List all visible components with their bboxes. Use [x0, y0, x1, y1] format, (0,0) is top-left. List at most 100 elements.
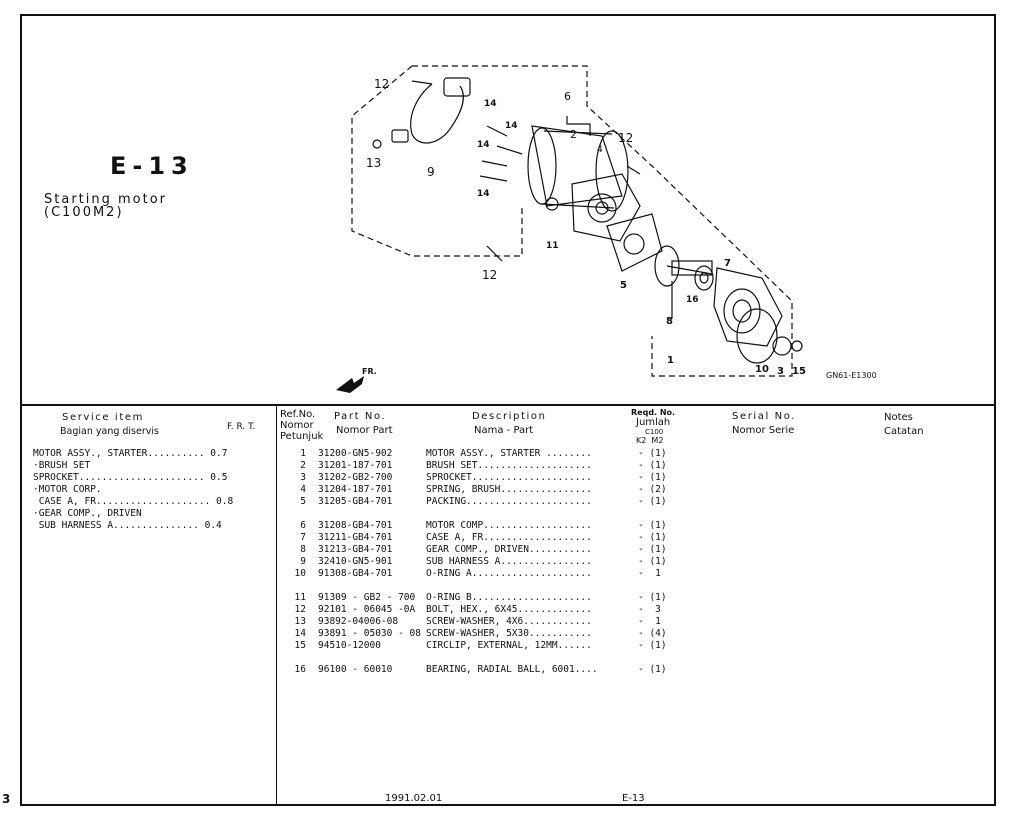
service-item: ·GEAR COMP., DRIVEN — [33, 508, 142, 519]
part-number: 31211-GB4-701 — [318, 532, 393, 543]
header-ref-no: Ref.No. — [280, 409, 316, 420]
ref-number: 1 — [300, 448, 306, 459]
callout-7: 7 — [724, 258, 731, 269]
callout-16: 16 — [686, 295, 699, 305]
header-service-item-id: Bagian yang diservis — [60, 426, 159, 437]
header-service-item: Service item — [62, 412, 144, 423]
figure-subtitle: Starting motor (C100M2) — [44, 193, 167, 219]
callout-14: 14 — [477, 140, 490, 150]
part-description: SCREW-WASHER, 4X6............ — [426, 616, 592, 627]
service-item: SPROCKET...................... 0.5 — [33, 472, 228, 483]
ref-number: 5 — [300, 496, 306, 507]
figure-code: GN61-E1300 — [826, 371, 877, 380]
part-number: 93892-04006-08 — [318, 616, 399, 627]
service-item: SUB HARNESS A............... 0.4 — [33, 520, 222, 531]
header-serial-no: Serial No. — [732, 411, 797, 422]
header-jumlah: Jumlah — [636, 417, 671, 428]
part-description: MOTOR ASSY., STARTER ........ — [426, 448, 592, 459]
part-quantity: - (1) — [638, 448, 667, 459]
header-ref-nomor: Nomor — [280, 420, 314, 431]
callout-15: 15 — [792, 366, 806, 377]
part-quantity: - (1) — [638, 460, 667, 471]
part-description: BOLT, HEX., 6X45............. — [426, 604, 592, 615]
part-number: 91308-GB4-701 — [318, 568, 393, 579]
header-frt: F. R. T. — [227, 422, 256, 432]
part-quantity: - (1) — [638, 592, 667, 603]
part-number: 31205-GB4-701 — [318, 496, 393, 507]
part-number: 31208-GB4-701 — [318, 520, 393, 531]
ref-number: 3 — [300, 472, 306, 483]
service-item: ·BRUSH SET — [33, 460, 91, 471]
figure-title: E-13 — [110, 152, 194, 180]
part-quantity: - (1) — [638, 544, 667, 555]
catalog-page-frame: E-13 Starting motor (C100M2) — [20, 14, 996, 806]
part-number: 31201-187-701 — [318, 460, 393, 471]
part-description: CIRCLIP, EXTERNAL, 12MM...... — [426, 640, 592, 651]
ref-number: 14 — [294, 628, 306, 639]
header-description: Description — [472, 411, 547, 422]
callout-14: 14 — [477, 189, 490, 199]
part-description: MOTOR COMP................... — [426, 520, 592, 531]
part-quantity: - 1 — [638, 568, 661, 579]
header-notes: Notes — [884, 412, 913, 423]
callout-12: 12 — [374, 77, 389, 91]
callout-14: 14 — [505, 121, 518, 131]
header-nama-part: Nama - Part — [474, 425, 534, 436]
part-number: 32410-GN5-901 — [318, 556, 393, 567]
part-quantity: - (1) — [638, 520, 667, 531]
part-description: BEARING, RADIAL BALL, 6001.... — [426, 664, 598, 675]
part-description: SPRING, BRUSH................ — [426, 484, 592, 495]
callout-14: 14 — [484, 99, 497, 109]
ref-number: 13 — [294, 616, 306, 627]
part-description: GEAR COMP., DRIVEN........... — [426, 544, 592, 555]
ref-number: 8 — [300, 544, 306, 555]
part-description: SPROCKET..................... — [426, 472, 592, 483]
part-number: 92101 - 06045 -0A — [318, 604, 416, 615]
table-top-divider — [22, 404, 994, 406]
part-number: 31213-GB4-701 — [318, 544, 393, 555]
callout-9: 9 — [427, 165, 435, 179]
table-column-divider — [276, 406, 277, 804]
callout-1: 1 — [667, 355, 674, 366]
ref-number: 16 — [294, 664, 306, 675]
callout-4: 4 — [597, 145, 603, 155]
part-quantity: - (1) — [638, 472, 667, 483]
part-quantity: - (1) — [638, 664, 667, 675]
part-quantity: - 3 — [638, 604, 661, 615]
ref-number: 4 — [300, 484, 306, 495]
part-description: BRUSH SET.................... — [426, 460, 592, 471]
part-quantity: - 1 — [638, 616, 661, 627]
ref-number: 12 — [294, 604, 306, 615]
callout-10: 10 — [755, 364, 769, 375]
ref-number: 11 — [294, 592, 306, 603]
header-model-variant: K2 M2 — [636, 436, 664, 445]
ref-number: 9 — [300, 556, 306, 567]
part-description: CASE A, FR................... — [426, 532, 592, 543]
direction-label: FR. — [362, 367, 377, 376]
ref-number: 15 — [294, 640, 306, 651]
callout-8: 8 — [666, 316, 673, 327]
part-number: 31202-GB2-700 — [318, 472, 393, 483]
part-quantity: - (2) — [638, 484, 667, 495]
part-description: PACKING...................... — [426, 496, 592, 507]
service-item: ·MOTOR CORP. — [33, 484, 102, 495]
part-number: 96100 - 60010 — [318, 664, 393, 675]
part-number: 91309 - GB2 - 700 — [318, 592, 416, 603]
header-model: C100 — [645, 428, 664, 436]
part-description: O-RING B..................... — [426, 592, 592, 603]
callout-12: 12 — [482, 268, 497, 282]
part-quantity: - (1) — [638, 496, 667, 507]
callout-12: 12 — [618, 131, 633, 145]
header-reqd-no: Reqd. No. — [631, 408, 676, 417]
part-description: SUB HARNESS A................ — [426, 556, 592, 567]
ref-number: 6 — [300, 520, 306, 531]
part-number: 31204-187-701 — [318, 484, 393, 495]
callout-2: 2 — [570, 128, 577, 141]
part-description: SCREW-WASHER, 5X30........... — [426, 628, 592, 639]
service-item: CASE A, FR.................... 0.8 — [33, 496, 234, 507]
subtitle-line-1: Starting motor — [44, 192, 168, 207]
ref-number: 7 — [300, 532, 306, 543]
side-page-mark: 3 — [2, 792, 11, 806]
callout-6: 6 — [564, 90, 571, 103]
header-part-nomor: Nomor Part — [336, 425, 393, 436]
